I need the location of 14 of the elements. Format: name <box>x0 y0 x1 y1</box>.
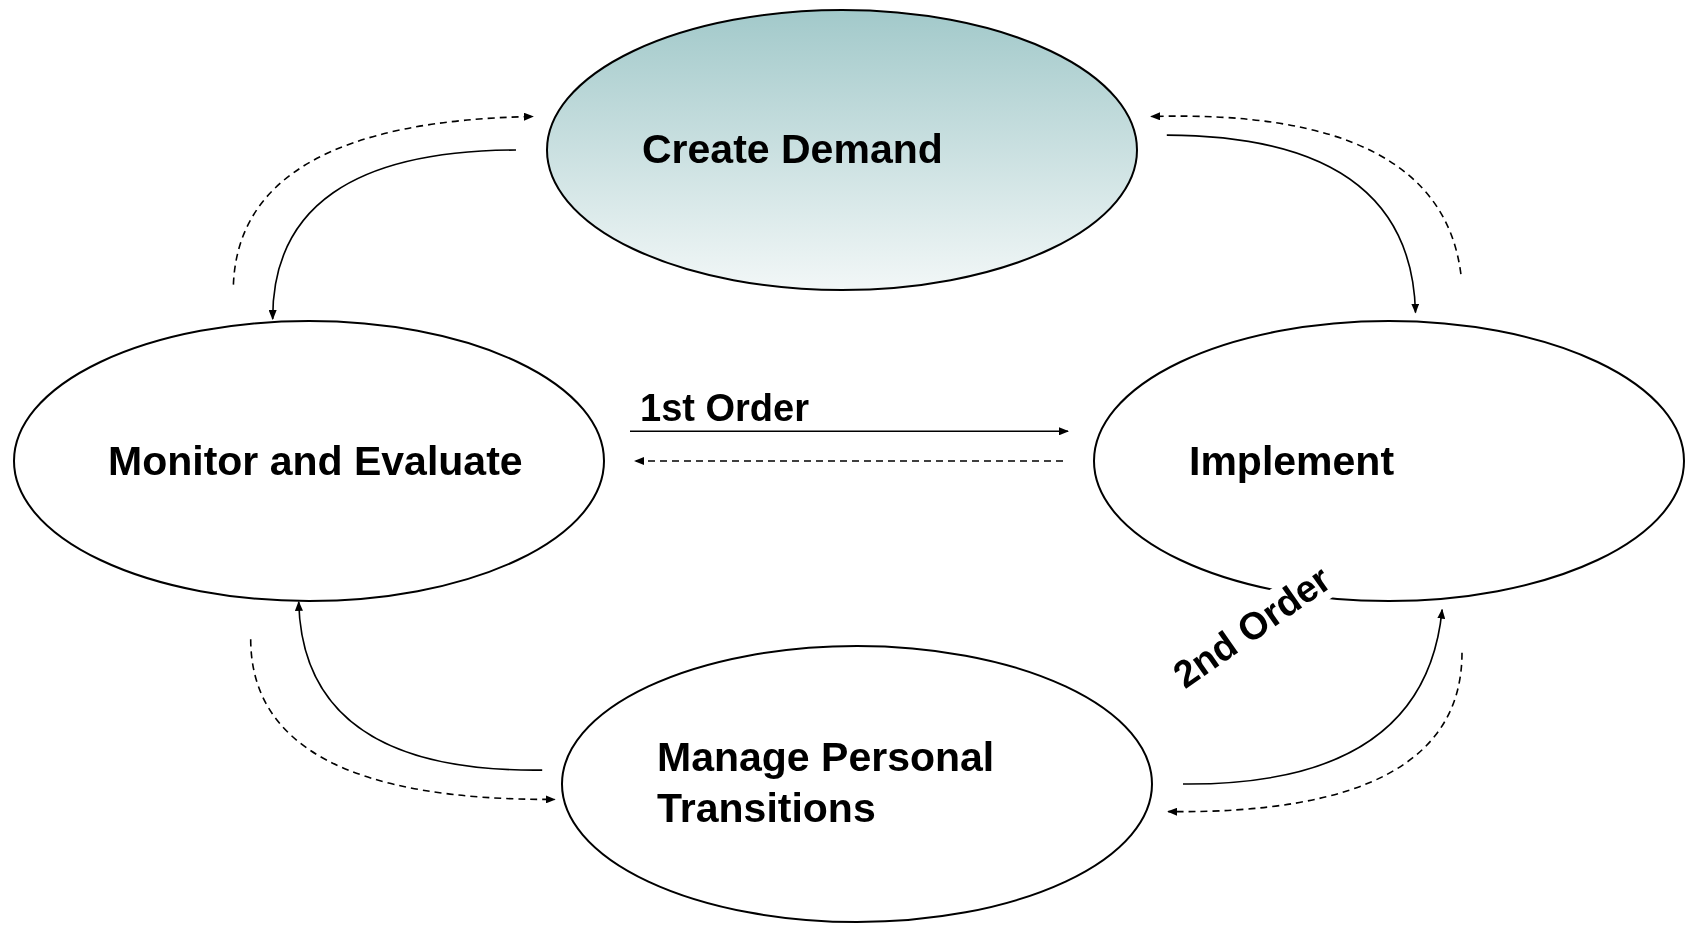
arrow <box>1182 608 1445 785</box>
node-label: Monitor and Evaluate <box>108 437 524 486</box>
dashed-arrow <box>634 457 1064 465</box>
node-label: Create Demand <box>642 125 944 174</box>
dashed-arrow <box>249 638 556 804</box>
node-label: Implement <box>1189 437 1396 486</box>
dashed-arrow <box>1167 651 1463 816</box>
dashed-arrow <box>1150 112 1462 275</box>
arrow <box>295 600 543 771</box>
arrow <box>1166 134 1419 314</box>
node-label: Manage Personal Transitions <box>657 733 996 834</box>
arrow <box>629 427 1069 436</box>
dashed-arrow <box>232 112 534 286</box>
arrow <box>269 149 517 321</box>
